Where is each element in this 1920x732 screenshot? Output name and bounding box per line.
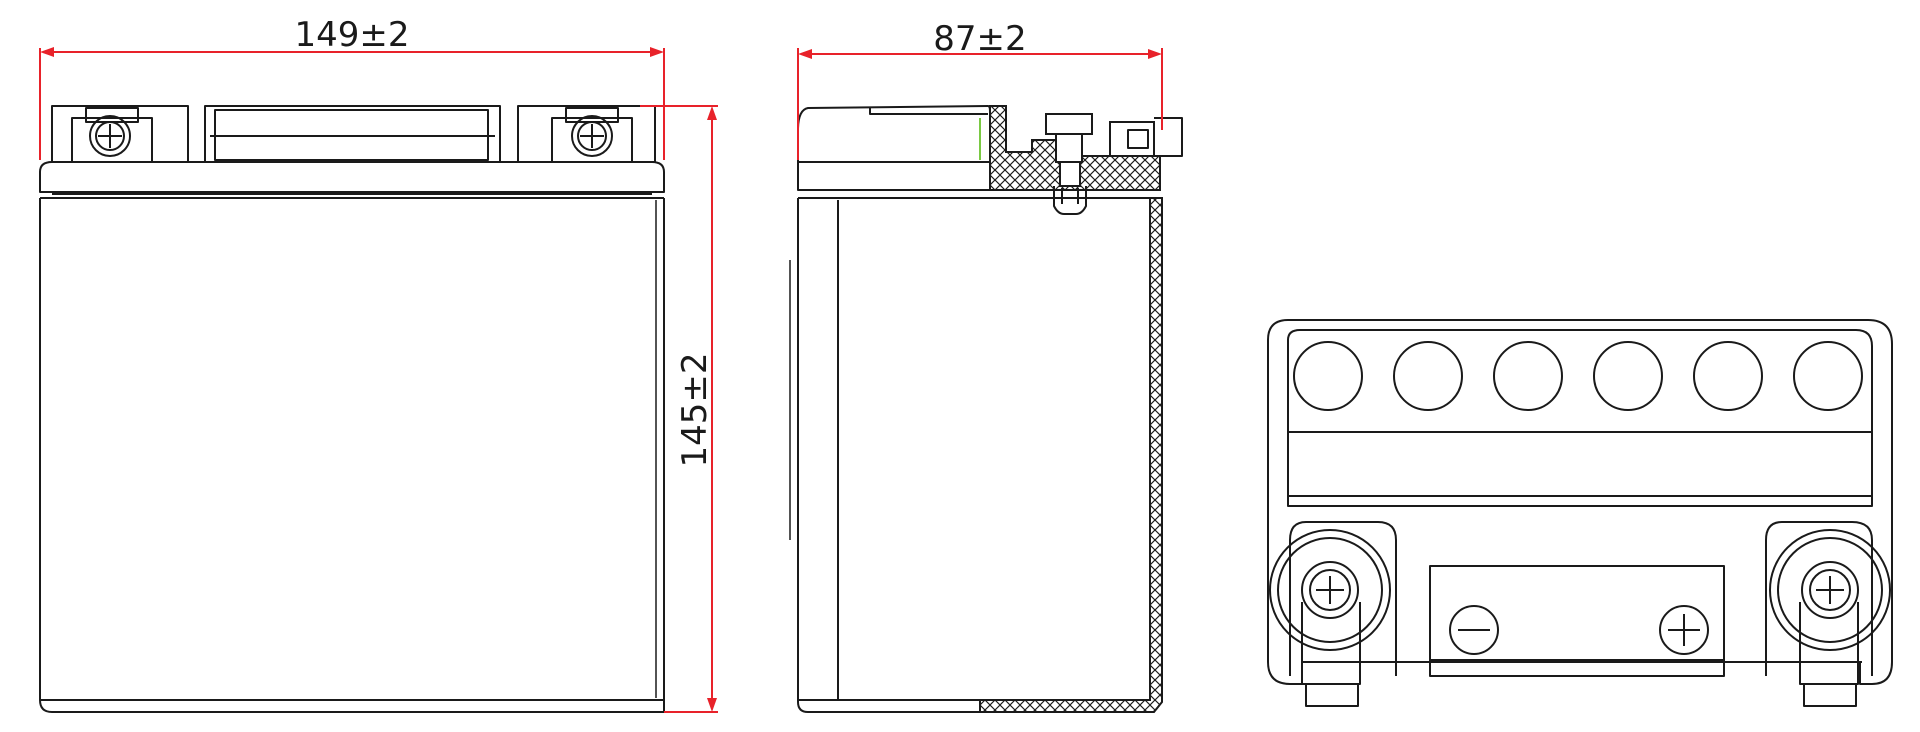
depth-dimension: 87±2 xyxy=(797,19,1163,160)
vent-cap xyxy=(1393,341,1463,411)
vent-cap xyxy=(1293,341,1363,411)
top-left-terminal xyxy=(1269,521,1397,707)
height-dimension: 145±2 xyxy=(640,105,718,713)
side-view xyxy=(789,105,1183,713)
positive-terminal-icon xyxy=(1659,605,1709,655)
side-hatched-wall xyxy=(979,197,1163,713)
top-view xyxy=(1267,319,1893,707)
vent-cap xyxy=(1593,341,1663,411)
side-lid xyxy=(797,105,991,191)
vent-caps xyxy=(1293,341,1863,411)
top-outline xyxy=(1267,319,1893,685)
side-case-body xyxy=(797,198,1148,713)
vent-cap xyxy=(1693,341,1763,411)
height-dimension-label: 145±2 xyxy=(675,352,715,467)
front-left-terminal xyxy=(71,107,153,163)
front-view xyxy=(39,105,665,713)
vent-cap xyxy=(1793,341,1863,411)
top-right-terminal xyxy=(1765,521,1891,707)
vent-cap xyxy=(1493,341,1563,411)
front-case-body xyxy=(39,198,665,713)
width-dimension-label: 149±2 xyxy=(294,15,409,55)
polarity-panel xyxy=(1429,565,1725,677)
front-right-terminal xyxy=(551,107,633,163)
negative-terminal-icon xyxy=(1449,605,1499,655)
width-dimension: 149±2 xyxy=(39,15,665,160)
side-terminal xyxy=(1045,113,1183,215)
depth-dimension-label: 87±2 xyxy=(933,19,1026,59)
